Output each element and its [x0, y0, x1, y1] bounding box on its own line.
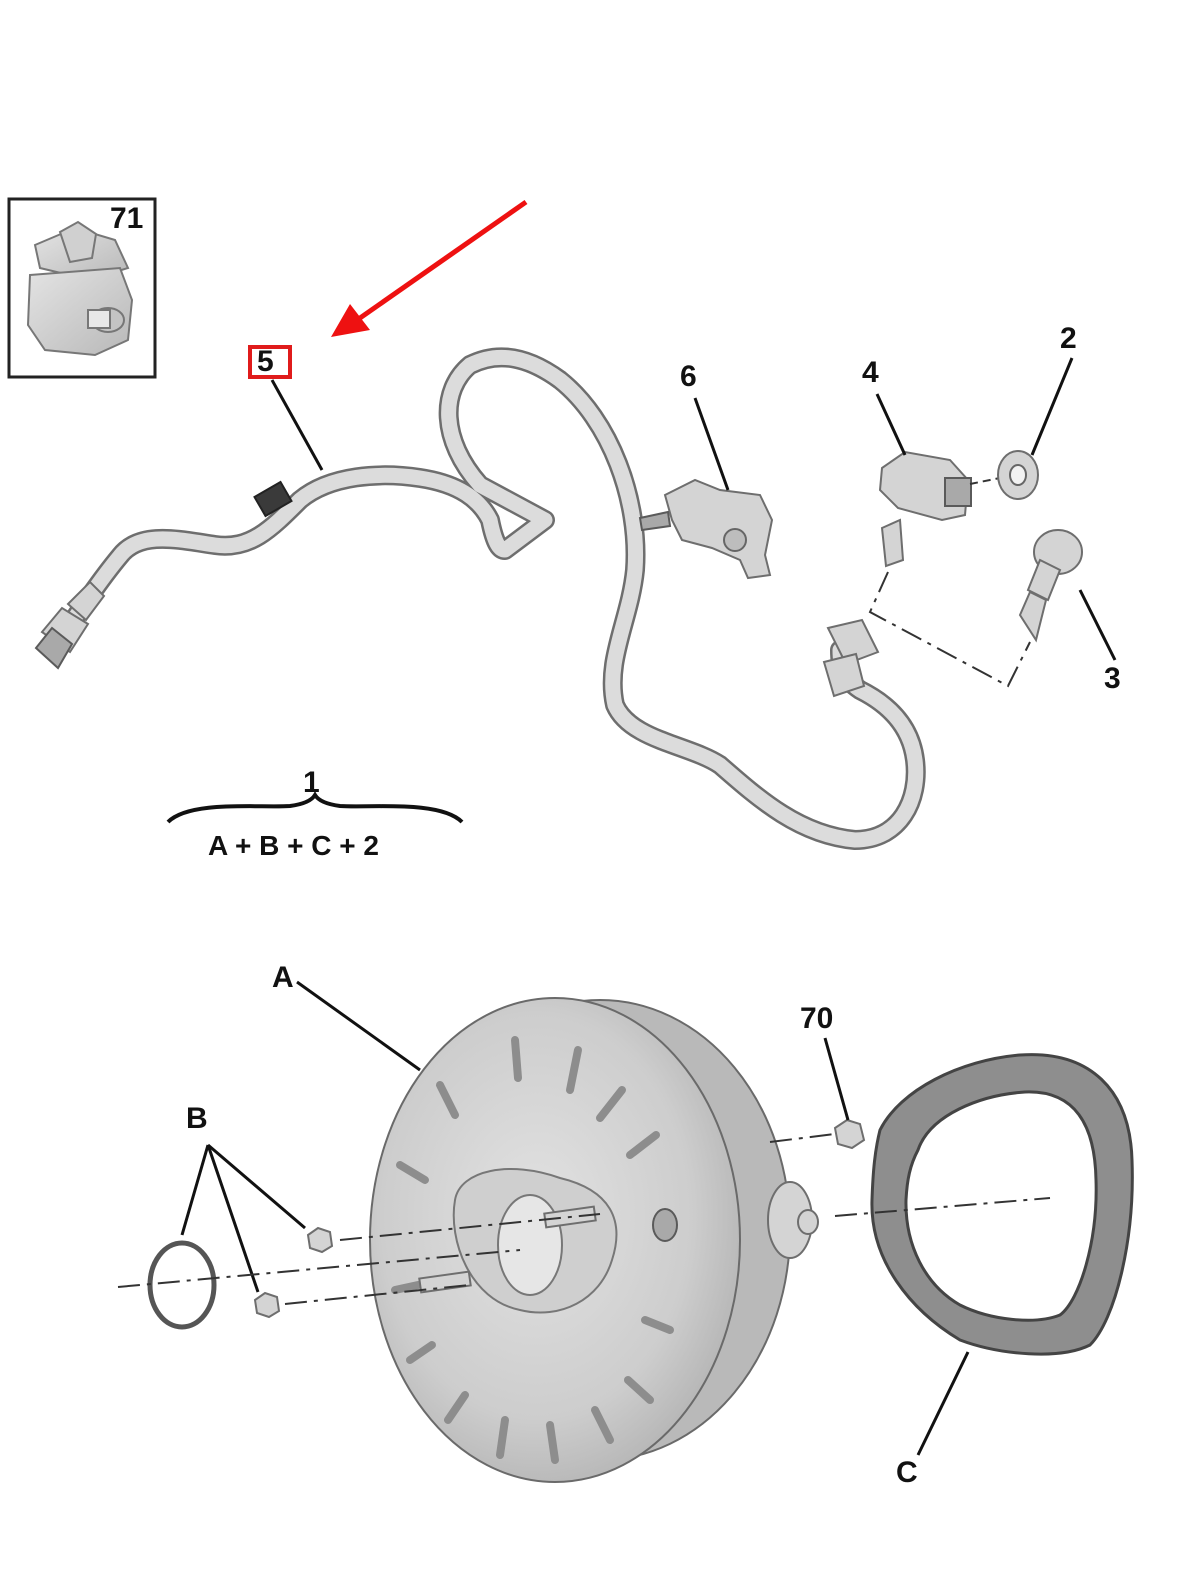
assembly-formula: A + B + C + 2 — [208, 830, 379, 861]
clip-icon — [26, 220, 134, 357]
o-ring — [147, 1240, 217, 1330]
assembly-brace-1: 1 A + B + C + 2 — [166, 766, 464, 861]
check-valve-4: 4 — [862, 356, 1001, 568]
brake-booster-A: A — [272, 961, 819, 1483]
hose-sleeve — [253, 480, 293, 518]
grommet-2: 2 — [997, 322, 1077, 500]
hose-left-connector — [34, 580, 106, 670]
connection-axis-top — [868, 571, 1031, 688]
label-71: 71 — [110, 202, 143, 235]
nut-70: 70 — [800, 1002, 866, 1150]
label-1: 1 — [303, 766, 320, 799]
vacuum-hose — [34, 347, 926, 850]
assembly-axes — [117, 1133, 1051, 1305]
label-70: 70 — [800, 1002, 833, 1035]
hose-right-connector — [822, 618, 880, 698]
label-4: 4 — [862, 356, 879, 389]
label-C: C — [896, 1456, 918, 1489]
label-5-callout: 5 — [248, 345, 324, 471]
label-A: A — [272, 961, 294, 994]
bracket-6: 6 — [638, 360, 774, 580]
nuts-B: B — [180, 1102, 334, 1319]
elbow-connector-3: 3 — [1018, 529, 1121, 695]
label-6: 6 — [680, 360, 697, 393]
seal-C: C — [870, 1053, 1134, 1489]
label-B: B — [186, 1102, 208, 1135]
inset-clip-71: 71 — [7, 197, 157, 379]
red-box-highlight — [248, 345, 292, 379]
red-arrow-icon — [331, 199, 528, 337]
label-2: 2 — [1060, 322, 1077, 355]
label-5: 5 — [257, 345, 274, 378]
label-3: 3 — [1104, 662, 1121, 695]
booster-ribs — [391, 1036, 674, 1464]
